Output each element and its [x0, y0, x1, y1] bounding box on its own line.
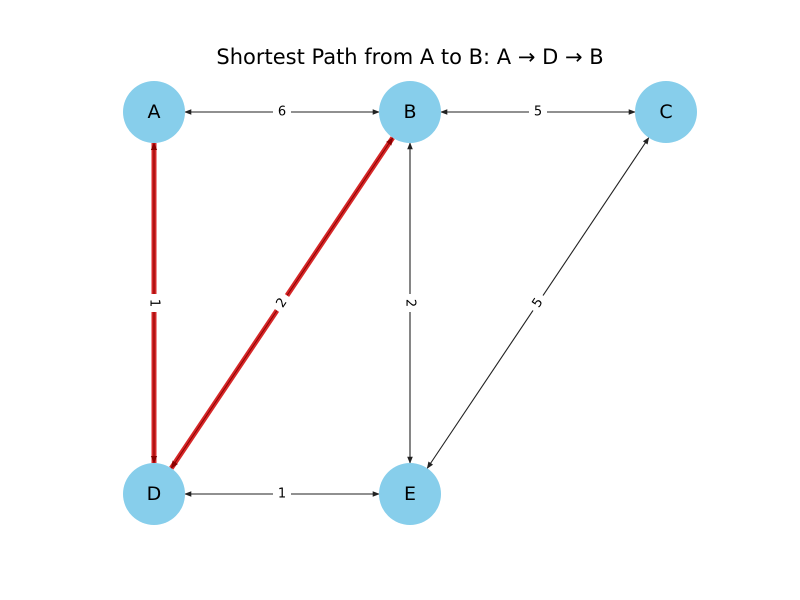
node-D: D [123, 463, 185, 525]
nodes-layer: A B C D E [123, 81, 697, 525]
edge-D-B: 2 [169, 136, 395, 470]
edge-weight-label: 1 [273, 485, 291, 503]
node-circle [379, 81, 441, 143]
edge-weight-text: 5 [534, 105, 542, 120]
edge-weight-text: 6 [278, 105, 286, 120]
edge-A-B: 6 [184, 103, 380, 121]
edge-weight-bg [525, 290, 551, 316]
edge-weight-label: 5 [529, 103, 547, 121]
edge-weight-label: 2 [269, 290, 295, 316]
diagram-title: Shortest Path from A to B: A → D → B [216, 45, 603, 69]
node-A: A [123, 81, 185, 143]
edge-B-E: 2 [401, 142, 419, 464]
edge-weight-bg [145, 294, 163, 312]
node-E: E [379, 463, 441, 525]
edge-weight-label: 1 [145, 294, 163, 312]
node-label: E [404, 483, 416, 505]
edge-B-C: 5 [440, 103, 636, 121]
edge-A-D: 1 [145, 142, 163, 464]
node-C: C [635, 81, 697, 143]
node-label: D [147, 483, 162, 505]
edge-weight-text: 2 [403, 299, 418, 307]
edge-weight-label: 5 [525, 290, 551, 316]
edge-weight-bg [529, 103, 547, 121]
edge-weight-text: 1 [147, 299, 162, 307]
node-circle [379, 463, 441, 525]
edge-weight-label: 2 [401, 294, 419, 312]
node-label: C [659, 101, 672, 123]
edges-layer: 6 5 1 2 2 5 1 [145, 103, 650, 503]
node-circle [123, 463, 185, 525]
edge-weight-bg [401, 294, 419, 312]
node-label: B [403, 101, 416, 123]
edge-weight-label: 6 [273, 103, 291, 121]
edge-weight-bg [273, 103, 291, 121]
node-B: B [379, 81, 441, 143]
edge-weight-bg [273, 485, 291, 503]
node-circle [635, 81, 697, 143]
edge-weight-bg [269, 290, 295, 316]
edge-C-E: 5 [426, 137, 650, 469]
node-circle [123, 81, 185, 143]
edge-D-E: 1 [184, 485, 380, 503]
node-label: A [148, 101, 161, 123]
edge-weight-text: 1 [278, 487, 286, 502]
